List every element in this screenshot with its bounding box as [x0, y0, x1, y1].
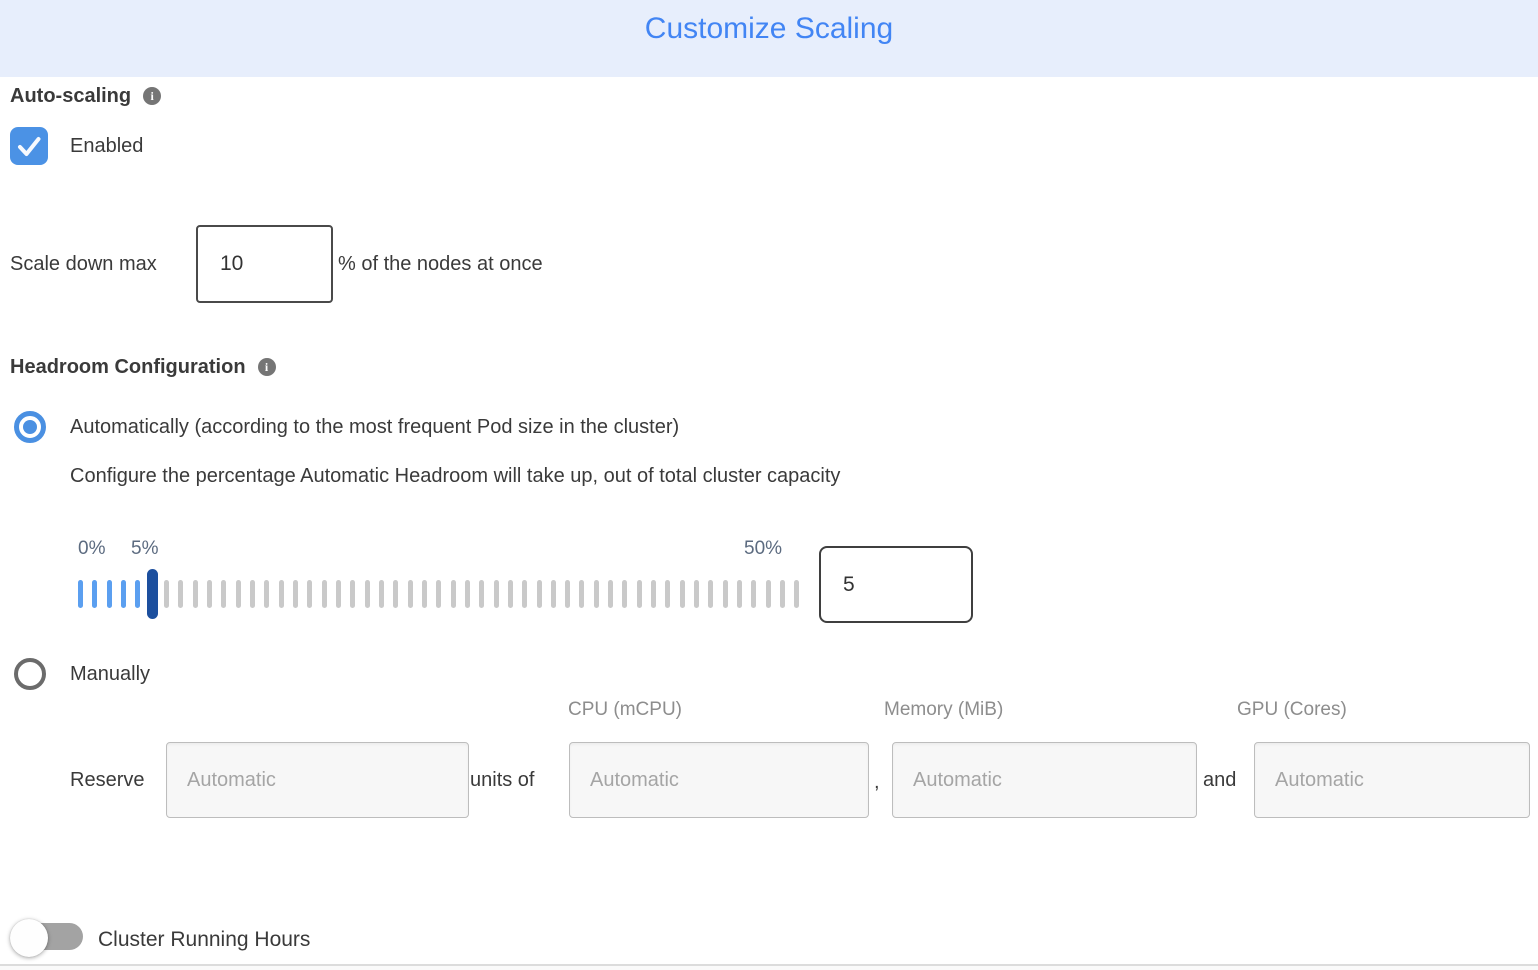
enabled-label: Enabled: [70, 135, 144, 157]
headroom-slider-ticks[interactable]: [78, 569, 800, 619]
headroom-automatic-row: Automatically (according to the most fre…: [14, 411, 679, 443]
scale-down-max-input[interactable]: [196, 225, 333, 303]
slider-tick: [651, 580, 657, 608]
slider-tick: [522, 580, 528, 608]
toggle-knob[interactable]: [10, 919, 48, 957]
slider-tick: [608, 580, 614, 608]
slider-tick: [665, 580, 671, 608]
slider-tick: [264, 580, 270, 608]
slider-tick: [794, 580, 800, 608]
cluster-running-hours-toggle[interactable]: [10, 919, 83, 957]
slider-tick: [593, 580, 599, 608]
manually-option-label: Manually: [70, 663, 151, 685]
slider-tick: [192, 580, 198, 608]
slider-tick: [765, 580, 771, 608]
info-icon[interactable]: i: [257, 358, 276, 376]
reserve-cpu-input[interactable]: [569, 742, 869, 818]
slider-tick: [780, 580, 786, 608]
info-icon[interactable]: i: [143, 87, 162, 105]
enabled-checkbox[interactable]: [10, 127, 48, 165]
slider-tick: [335, 580, 341, 608]
slider-tick: [364, 580, 370, 608]
reserve-gpu-input[interactable]: [1254, 742, 1530, 818]
slider-tick: [679, 580, 685, 608]
slider-tick: [579, 580, 585, 608]
slider-tick: [278, 580, 284, 608]
slider-tick: [106, 580, 112, 608]
slider-tick: [464, 580, 470, 608]
slider-tick: [120, 580, 126, 608]
slider-tick: [378, 580, 384, 608]
slider-tick: [722, 580, 728, 608]
slider-tick: [450, 580, 456, 608]
slider-tick: [737, 580, 743, 608]
below-divider-strip: [0, 966, 1538, 970]
slider-tick: [550, 580, 556, 608]
reserve-memory-input[interactable]: [892, 742, 1197, 818]
slider-tick: [221, 580, 227, 608]
slider-tick: [751, 580, 757, 608]
slider-tick: [622, 580, 628, 608]
headroom-manual-row: Manually: [14, 658, 150, 690]
and-label: and: [1203, 769, 1237, 791]
auto-scaling-label: Auto-scaling: [10, 85, 132, 107]
slider-tick: [206, 580, 212, 608]
slider-tick: [350, 580, 356, 608]
slider-tick: [292, 580, 298, 608]
automatic-option-label: Automatically (according to the most fre…: [70, 416, 680, 438]
cluster-running-hours-label: Cluster Running Hours: [98, 928, 311, 951]
slider-tick: [421, 580, 427, 608]
panel-header: Customize Scaling: [0, 0, 1538, 77]
headroom-description: Configure the percentage Automatic Headr…: [70, 465, 841, 487]
auto-scaling-heading: Auto-scaling i: [10, 84, 162, 108]
slider-min-label: 0%: [78, 538, 106, 559]
slider-tick: [135, 580, 141, 608]
cpu-column-header: CPU (mCPU): [568, 699, 682, 720]
page-title: Customize Scaling: [644, 12, 894, 45]
slider-current-label: 5%: [131, 538, 159, 559]
slider-tick: [393, 580, 399, 608]
scale-down-prefix: Scale down max: [10, 253, 157, 275]
slider-tick: [407, 580, 413, 608]
slider-tick: [92, 580, 98, 608]
bottom-divider: [0, 964, 1538, 966]
slider-tick: [235, 580, 241, 608]
comma-separator: ,: [874, 771, 880, 793]
slider-tick: [694, 580, 700, 608]
slider-tick: [636, 580, 642, 608]
slider-tick: [178, 580, 184, 608]
headroom-percentage-input[interactable]: [819, 546, 973, 623]
manually-radio[interactable]: [14, 658, 46, 690]
slider-tick: [321, 580, 327, 608]
slider-max-label: 50%: [744, 538, 783, 559]
slider-tick: [565, 580, 571, 608]
slider-tick: [78, 580, 83, 608]
slider-tick: [493, 580, 499, 608]
slider-tick: [249, 580, 255, 608]
headroom-label: Headroom Configuration: [10, 356, 246, 378]
reserve-units-input[interactable]: [166, 742, 469, 818]
scale-down-suffix: % of the nodes at once: [338, 253, 543, 275]
slider-tick: [536, 580, 542, 608]
slider-tick: [307, 580, 313, 608]
headroom-slider-handle[interactable]: [146, 569, 158, 619]
slider-tick: [479, 580, 485, 608]
auto-scaling-enabled-row: Enabled: [10, 127, 143, 165]
slider-tick: [436, 580, 442, 608]
gpu-column-header: GPU (Cores): [1237, 699, 1347, 720]
memory-column-header: Memory (MiB): [884, 699, 1004, 720]
checkmark-icon: [18, 137, 41, 156]
reserve-label: Reserve: [70, 769, 145, 791]
slider-tick: [163, 580, 169, 608]
slider-tick: [708, 580, 714, 608]
headroom-heading: Headroom Configuration i: [10, 355, 276, 379]
slider-tick: [507, 580, 513, 608]
units-of-label: units of: [470, 769, 535, 791]
automatic-radio[interactable]: [14, 411, 46, 443]
